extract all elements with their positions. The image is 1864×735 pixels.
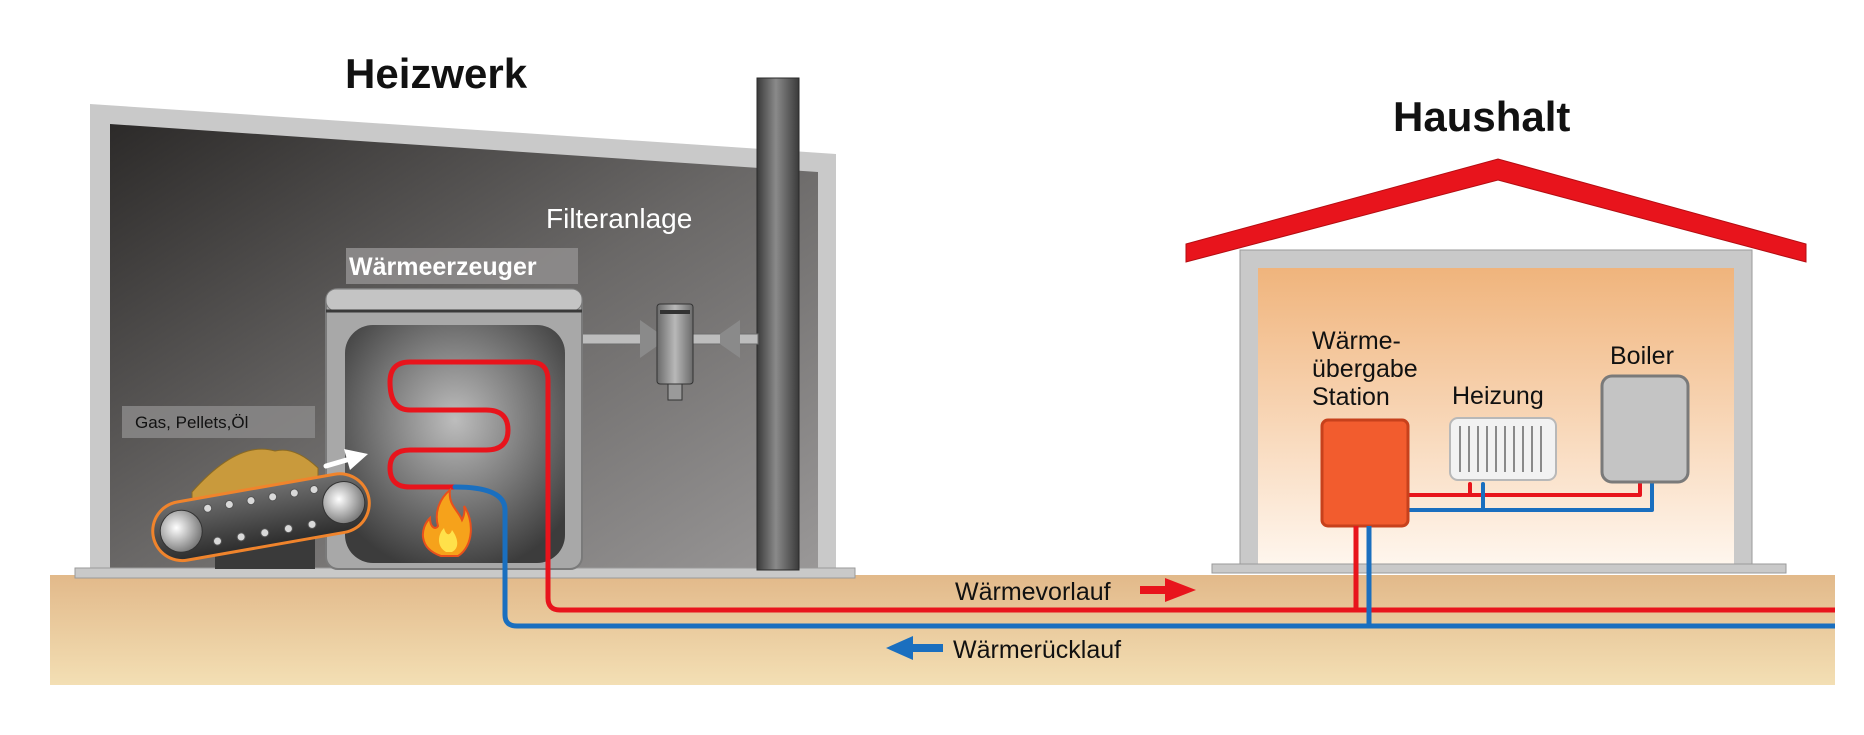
feed-arrow-icon [323,449,368,470]
fuel-label: Gas, Pellets,Öl [135,413,248,432]
boiler-icon [1600,374,1690,484]
transfer-station [1320,418,1410,528]
heating-coil-return [452,484,508,558]
station-label-line1: Wärme- [1312,327,1401,355]
filter-unit [656,303,694,385]
arrow-right-icon [1140,578,1196,602]
filter-label: Filteranlage [546,203,692,234]
radiator-icon [1449,417,1557,481]
station-label-line2: übergabe [1312,355,1418,383]
generator-label-box [346,248,578,284]
household-piping [1406,480,1654,512]
heating-label: Heizung [1452,382,1544,410]
arrow-left-icon [886,636,943,660]
heating-coil-supply [387,359,551,558]
generator-label: Wärmeerzeuger [349,253,537,281]
household-title: Haushalt [1393,93,1570,140]
heating-plant [74,77,856,579]
chimney [756,77,800,571]
return-pipe [502,526,1835,629]
return-label: Wärmerücklauf [953,636,1121,664]
plant-title: Heizwerk [345,50,528,97]
roof [1185,158,1807,263]
flame-icon [422,487,472,557]
ground [50,575,1835,685]
fuel-label-box [122,406,315,438]
supply-label: Wärmevorlauf [955,578,1111,606]
heat-generator [325,288,583,570]
boiler-label: Boiler [1610,342,1674,370]
supply-pipe [545,526,1835,613]
fuel-conveyor [151,448,371,569]
station-label-line3: Station [1312,383,1390,411]
